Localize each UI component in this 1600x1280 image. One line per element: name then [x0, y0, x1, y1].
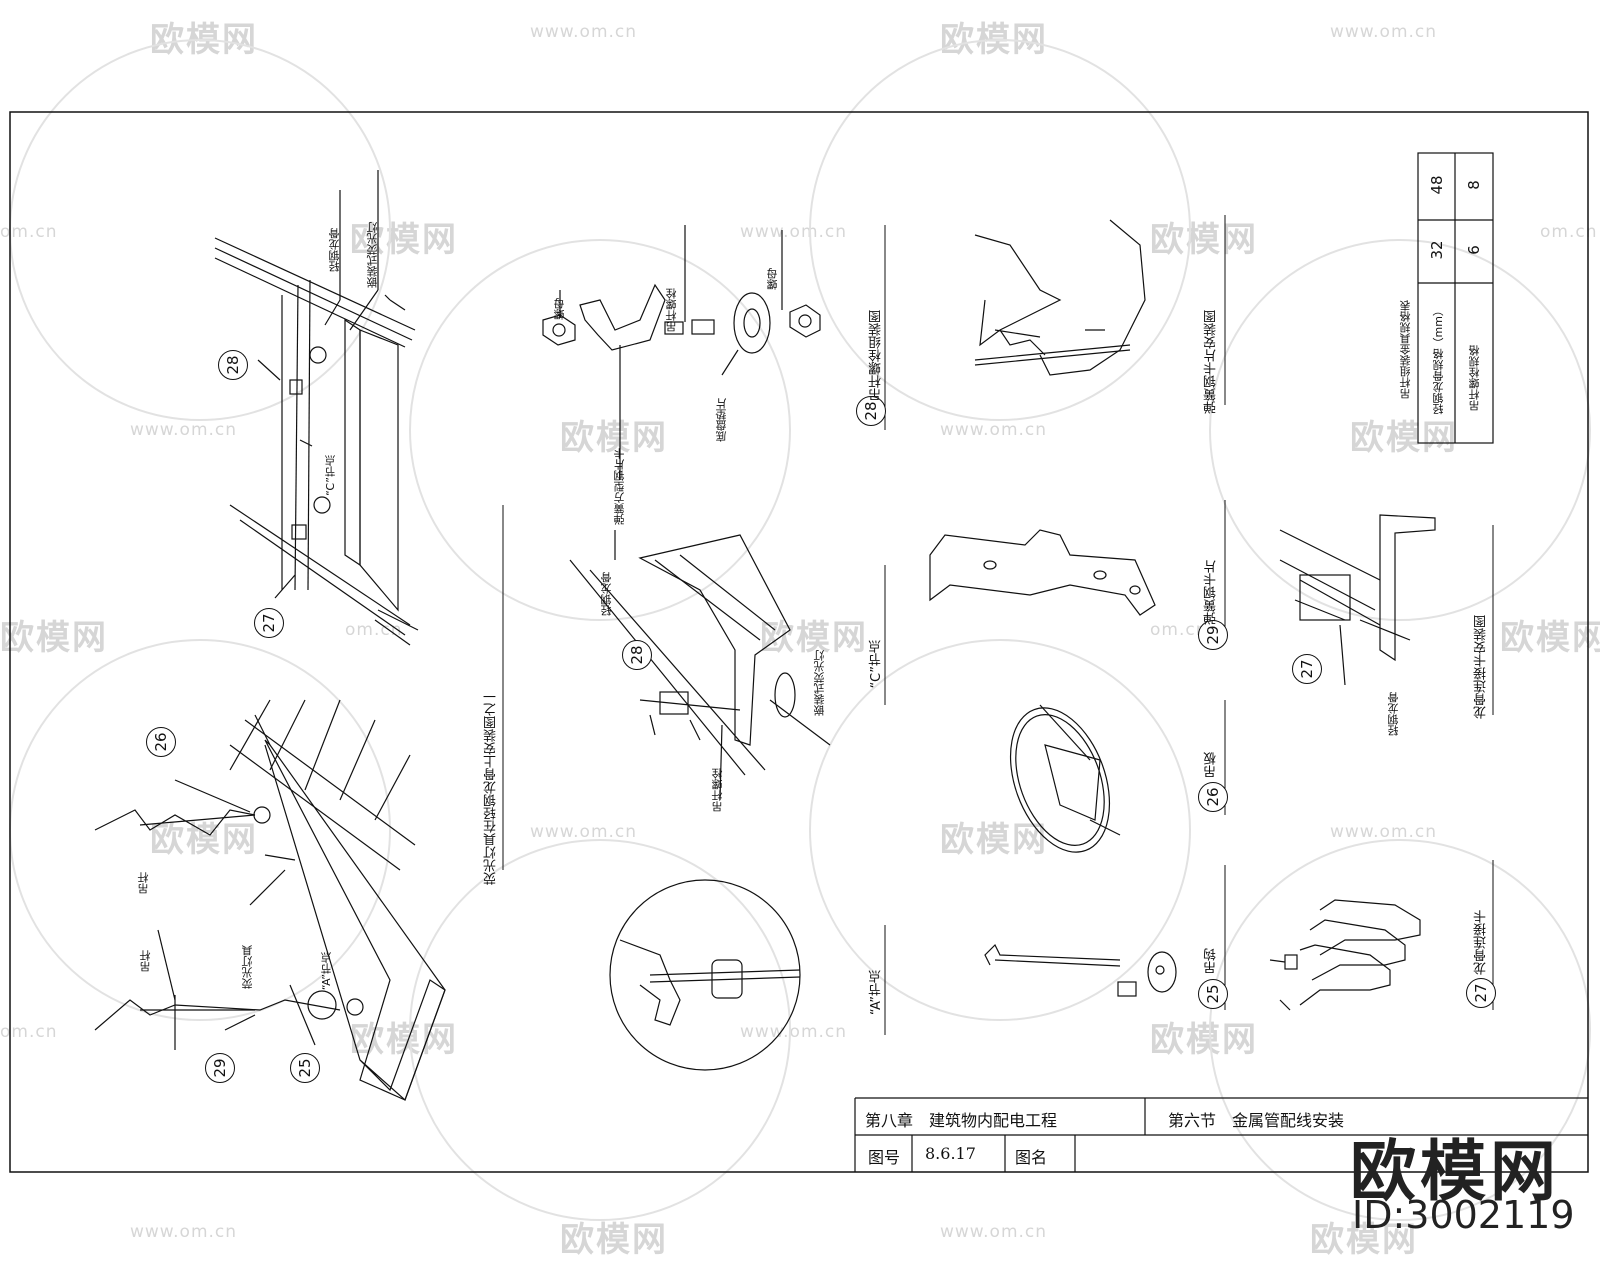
callout-27: 27 [1292, 654, 1322, 684]
drawing-no: 8.6.17 [925, 1144, 976, 1163]
label-node-c: “C”节点 [324, 455, 337, 496]
label-embedded-lamp: 嵌装式荧光灯 [813, 650, 826, 716]
drawing-name-label: 图名 [1015, 1148, 1048, 1167]
keel-connector-install-drawing [1279, 514, 1436, 686]
label-light-keel: 轻钢龙骨 [1387, 692, 1400, 736]
label-keel-connector-install: 龙骨连接卡安装图 [1474, 615, 1489, 719]
panel-separators [502, 215, 1494, 1035]
spring-clip-29-drawing [929, 529, 1156, 616]
callout-26: 26 [146, 727, 176, 757]
callout-27: 27 [254, 608, 284, 638]
spec-value: 8 [1465, 180, 1483, 190]
label-hanger-plate-26: 吊板 [1204, 752, 1219, 778]
label-spring-clip-install: 弹簧钢卡片安装图 [1204, 310, 1219, 414]
callout-26: 26 [1198, 782, 1228, 812]
spec-table-title: 吊杆组装金具规格表 [1399, 300, 1412, 399]
label-rod-bolt: 吊杆螺栓 [665, 288, 678, 332]
callout-25: 25 [290, 1053, 320, 1083]
spec-value: 32 [1428, 240, 1446, 260]
spec-table-row1-label: 轻钢龙骨规格（mm） [1432, 305, 1445, 415]
callout-28: 28 [622, 640, 652, 670]
hanger-hook-25-drawing [984, 943, 1177, 997]
spec-table [1417, 152, 1494, 444]
label-hanger-rod: 吊杆 [139, 950, 152, 972]
section-title: 第六节 金属管配线安装 [1168, 1111, 1345, 1130]
drawing-frame [9, 111, 1589, 1173]
node-a-title: “A”节点 [869, 970, 884, 1016]
label-keel-connector-27: 龙骨连接卡 [1474, 910, 1489, 975]
bolt-assembly-drawing [542, 225, 821, 480]
node-c-title: “C”节点 [869, 640, 884, 689]
spring-clip-install-drawing [974, 219, 1146, 376]
callout-25: 25 [1198, 979, 1228, 1009]
label-nut: 螺母 [766, 268, 779, 290]
title-block [854, 1097, 1588, 1172]
callout-29: 29 [205, 1053, 235, 1083]
label-fluorescent-fixture: 荧光灯具 [241, 945, 254, 989]
main-drawing-title: 荧光灯具在轻钢龙骨上安装图之一 [484, 690, 499, 885]
callout-28: 28 [218, 350, 248, 380]
watermark-arcs [9, 39, 1591, 1221]
hanger-plate-26-drawing [1009, 704, 1121, 853]
node-c-drawing [569, 530, 831, 801]
label-hanger-hook-25: 吊钩 [1204, 948, 1219, 974]
label-node-a: “A”节点 [320, 952, 333, 991]
brand-id: ID:3002119 [1352, 1193, 1575, 1237]
label-spring-clip-square: 弹簧方型钢片卡 [613, 448, 626, 525]
ceiling-tiles-drawing [94, 699, 446, 1102]
ceiling-keel-drawing [214, 170, 419, 646]
label-base-washer: 底盘垫片 [715, 398, 728, 442]
chapter-title: 第八章 建筑物内配电工程 [865, 1111, 1058, 1130]
spec-value: 48 [1428, 175, 1446, 195]
brand-logo: 欧模网 [1350, 1133, 1560, 1210]
spec-table-row2-label: 吊杆螺栓规格 [1468, 345, 1481, 411]
node-a-drawing [609, 879, 801, 1071]
drawing-no-label: 图号 [868, 1148, 901, 1167]
label-rod-bolt: 吊杆螺栓 [711, 768, 724, 812]
spec-value: 6 [1465, 245, 1483, 255]
label-embedded-lamp: 嵌装式荧光灯 [366, 222, 379, 288]
label-spring-clip-29: 弹簧钢卡片 [1204, 560, 1219, 625]
label-light-keel: 轻钢龙骨 [328, 228, 341, 272]
label-hanger-rod: 吊杆 [137, 872, 150, 894]
label-fig28-title: 吊杆螺栓组装图 [869, 310, 884, 401]
label-light-keel: 轻钢龙骨 [600, 572, 613, 616]
keel-connector-27-drawing [1269, 899, 1421, 1011]
callout-27: 27 [1466, 978, 1496, 1008]
label-nut: 螺母 [553, 298, 566, 320]
